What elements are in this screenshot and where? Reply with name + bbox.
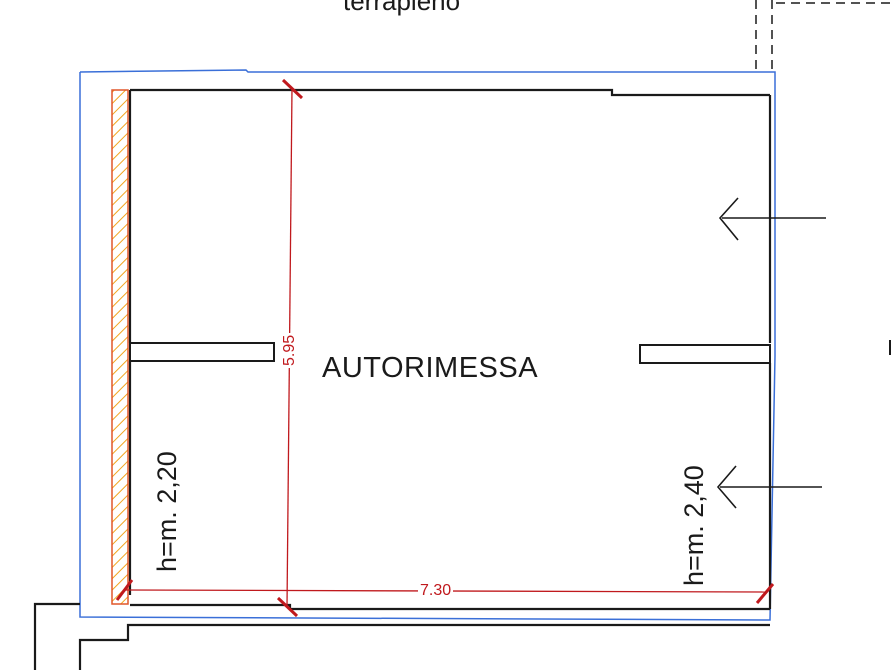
dimension-ticks: [115, 78, 775, 618]
outer-outline: [79, 69, 776, 621]
hatched-wall: [111, 89, 129, 605]
arrow-left-icon: [718, 197, 826, 241]
height-note-left: h=m. 2,20: [152, 451, 182, 572]
height-note-right: h=m. 2,40: [679, 465, 709, 586]
top-label: terrapieno: [343, 0, 461, 16]
wall-stub-right: [639, 344, 771, 364]
adjacent-structure: [33, 602, 770, 670]
dashed-boundary: [755, 0, 773, 75]
wall-stub-left: [129, 342, 275, 362]
dimension-label-width: 7.30: [418, 582, 454, 600]
dimension-label-height: 5.95: [281, 332, 299, 368]
interior-walls: [128, 88, 772, 611]
room-name: AUTORIMESSA: [322, 352, 539, 384]
arrow-left-icon: [716, 465, 822, 509]
